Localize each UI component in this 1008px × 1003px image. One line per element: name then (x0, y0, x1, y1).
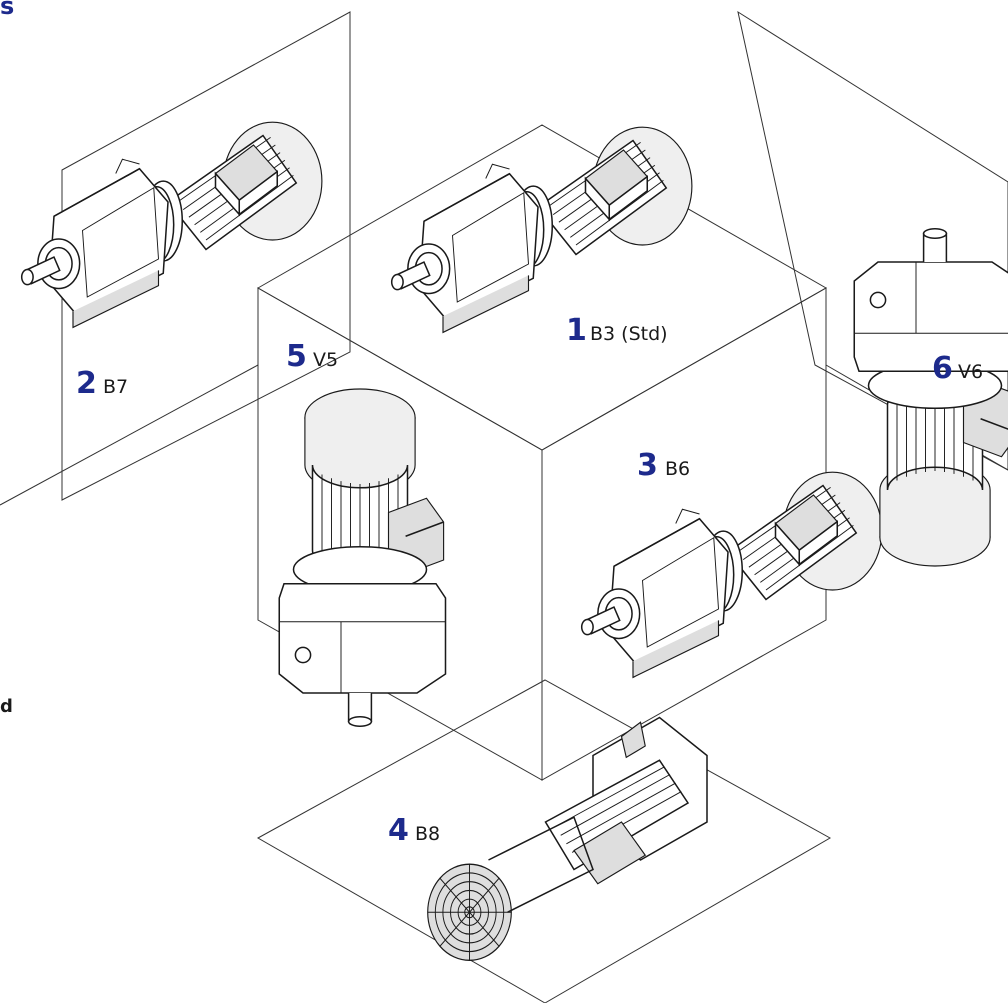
position-code-3: B6 (665, 458, 690, 480)
position-label-2: 2 B7 (76, 366, 128, 401)
edge-fragment-top-left: s (0, 0, 14, 20)
position-label-1: 1 B3 (Std) (566, 313, 668, 348)
position-number-4: 4 (388, 813, 409, 848)
edge-fragment-left: d (0, 696, 13, 717)
position-number-5: 5 (286, 339, 307, 374)
gearmotor-position-1-illustration (390, 126, 693, 334)
position-code-2: B7 (103, 376, 128, 398)
position-label-4: 4 B8 (388, 813, 440, 848)
position-label-6: 6 V6 (932, 351, 983, 386)
gearmotor-position-5-illustration (278, 388, 447, 728)
gearmotor-position-4-illustration (427, 716, 708, 961)
position-number-3: 3 (637, 448, 658, 483)
position-code-6: V6 (958, 361, 983, 383)
position-number-1: 1 (566, 313, 587, 348)
cube-right-face (541, 287, 827, 781)
position-number-2: 2 (76, 366, 97, 401)
gearmotor-position-3-illustration (580, 471, 883, 679)
position-number-6: 6 (932, 351, 953, 386)
position-label-3: 3 B6 (637, 448, 690, 483)
position-code-1: B3 (Std) (590, 323, 668, 345)
position-label-5: 5 V5 (286, 339, 338, 374)
gearmotor-position-2-illustration (20, 121, 323, 329)
position-code-5: V5 (313, 349, 338, 371)
position-code-4: B8 (415, 823, 440, 845)
